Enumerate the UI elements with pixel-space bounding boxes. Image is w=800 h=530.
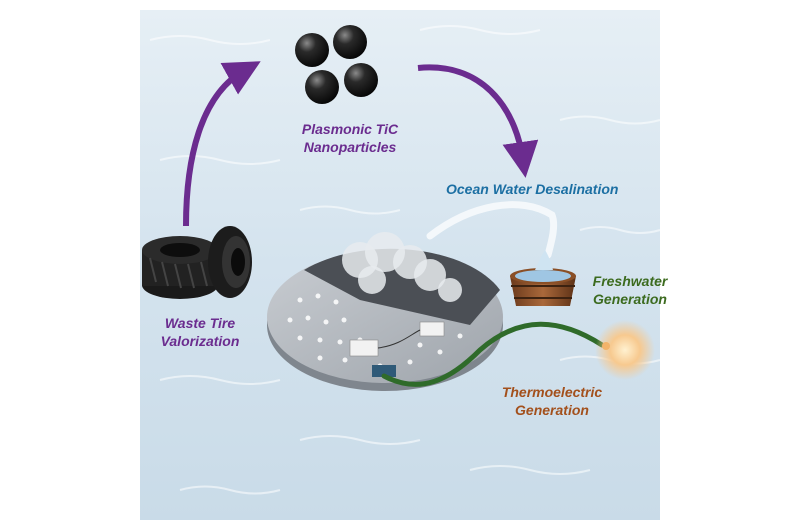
- thermoelectric-label-line-2: Generation: [515, 402, 589, 418]
- freshwater-label-line-2: Generation: [593, 291, 667, 307]
- thermoelectric-label-line-1: Thermoelectric: [501, 384, 603, 400]
- freshwater-label: Freshwater Generation: [580, 272, 680, 308]
- nanoparticles-label-line-1: Plasmonic TiC: [301, 121, 399, 137]
- tire-stack-icon: [142, 226, 252, 299]
- light-bulb-glow-icon: [595, 320, 655, 380]
- arrow-tire-to-nanoparticles: [183, 61, 261, 227]
- desalination-label: Ocean Water Desalination: [446, 181, 619, 197]
- arrow-nanoparticles-to-desalination: [417, 64, 539, 178]
- thermoelectric-label: Thermoelectric Generation: [492, 383, 612, 419]
- nanoparticle-spheres-icon: [295, 25, 378, 104]
- waste-tire-label-line-2: Valorization: [160, 333, 240, 349]
- vapor-plume-icon: [342, 232, 462, 302]
- wooden-bucket-icon: [510, 250, 576, 306]
- nanoparticles-label: Plasmonic TiC Nanoparticles: [280, 120, 420, 156]
- freshwater-label-line-1: Freshwater: [592, 273, 668, 289]
- waste-tire-label: Waste Tire Valorization: [145, 314, 255, 350]
- waste-tire-label-line-1: Waste Tire: [164, 315, 236, 331]
- nanoparticles-label-line-2: Nanoparticles: [303, 139, 397, 155]
- vapor-stream: [426, 201, 558, 259]
- cable-icon: [381, 321, 605, 387]
